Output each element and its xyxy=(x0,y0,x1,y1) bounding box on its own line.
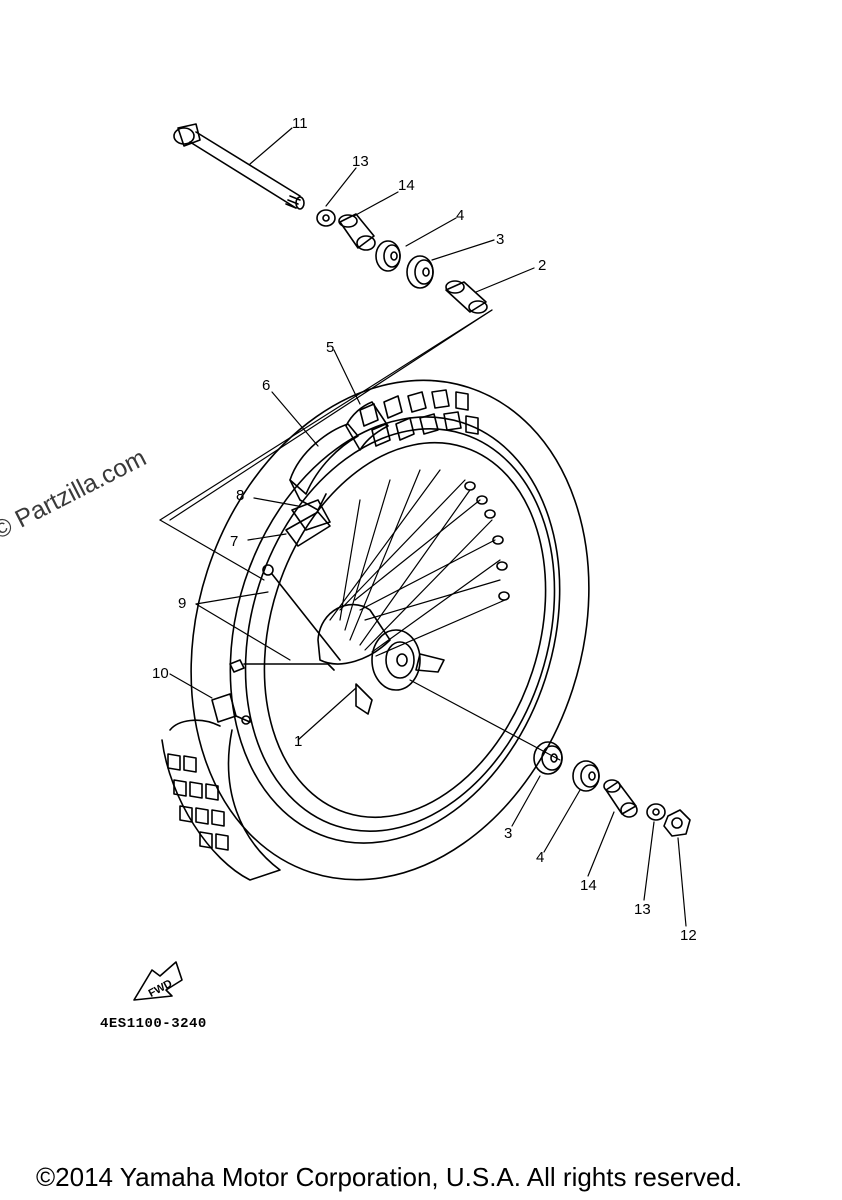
tread-bottom xyxy=(167,753,229,851)
callout-3-upper: 3 xyxy=(496,231,504,248)
tube-6 xyxy=(289,423,359,511)
upper-bearing-3 xyxy=(406,255,434,289)
rim-lock-10 xyxy=(211,693,251,725)
leader-lines xyxy=(159,127,687,927)
callout-8: 8 xyxy=(236,487,244,504)
spoke-nipples xyxy=(464,481,510,601)
callout-7: 7 xyxy=(230,533,238,550)
lower-bearing-4 xyxy=(572,760,600,792)
spoke-set-9 xyxy=(229,564,341,673)
callout-14-upper: 14 xyxy=(398,177,415,194)
distance-collar-2 xyxy=(445,280,488,314)
copyright-text: ©2014 Yamaha Motor Corporation, U.S.A. A… xyxy=(36,1162,743,1192)
lower-spacer-14 xyxy=(603,779,638,818)
callout-10: 10 xyxy=(152,665,169,682)
axle xyxy=(173,123,305,210)
upper-collar-13 xyxy=(316,209,336,227)
lower-bearing-3 xyxy=(533,741,563,775)
axis-line xyxy=(169,309,493,521)
part-code: 4ES1100-3240 xyxy=(100,1016,207,1032)
rim-band-8 xyxy=(291,499,331,531)
spokes xyxy=(329,469,506,657)
callout-3-lower: 3 xyxy=(504,825,512,842)
tread-top xyxy=(359,389,479,447)
hub-1 xyxy=(317,603,445,715)
upper-spacer-14 xyxy=(338,213,376,251)
tire-5 xyxy=(345,401,389,451)
callout-6: 6 xyxy=(262,377,270,394)
fwd-arrow-icon: FWD xyxy=(133,961,183,1001)
callout-4-upper: 4 xyxy=(456,207,464,224)
axle-nut-12 xyxy=(663,809,691,837)
callout-12: 12 xyxy=(680,927,697,944)
callout-1: 1 xyxy=(294,733,302,750)
callout-2: 2 xyxy=(538,257,546,274)
rim-lock-7 xyxy=(285,511,331,547)
callout-labels: 11 13 14 4 3 2 5 6 8 7 9 10 1 3 4 14 13 … xyxy=(152,115,697,944)
lower-collar-13 xyxy=(646,803,666,821)
callout-11: 11 xyxy=(292,115,308,132)
callout-14-lower: 14 xyxy=(580,877,597,894)
upper-bearing-4 xyxy=(375,240,401,272)
callout-13-lower: 13 xyxy=(634,901,651,918)
callout-5: 5 xyxy=(326,339,334,356)
callout-9: 9 xyxy=(178,595,186,612)
callout-4-lower: 4 xyxy=(536,849,544,866)
callout-13-upper: 13 xyxy=(352,153,369,170)
wheel-assembly xyxy=(161,379,590,881)
axis-line-lower xyxy=(409,679,561,761)
